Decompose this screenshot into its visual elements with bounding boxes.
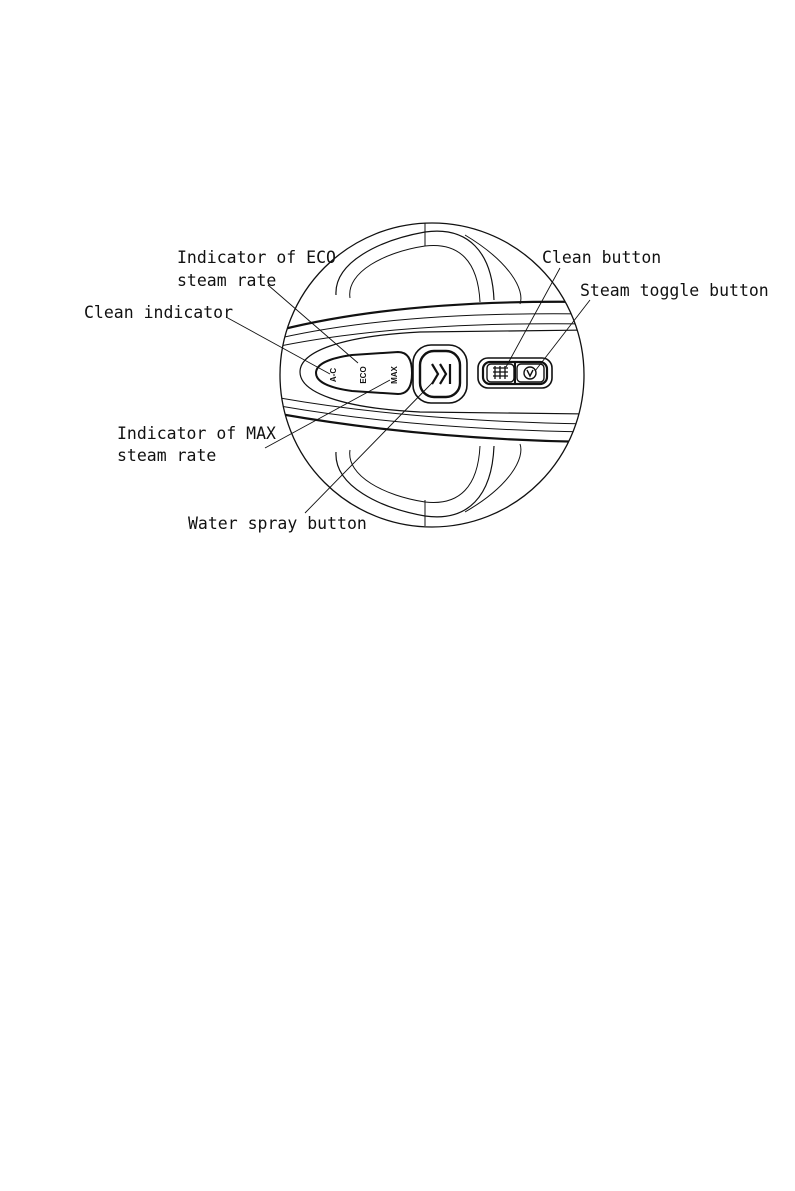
callout-clean-indicator: Clean indicator <box>84 303 233 322</box>
callout-steam-toggle: Steam toggle button <box>580 281 769 300</box>
water-spray-icon <box>432 364 450 384</box>
clean-button[interactable] <box>487 364 514 382</box>
indicator-eco-label: ECO <box>359 366 368 383</box>
callout-water-spray: Water spray button <box>188 514 367 533</box>
callout-max-line1: Indicator of MAX <box>117 424 276 443</box>
callout-eco-line2: steam rate <box>177 271 276 290</box>
indicator-ac-label: A-C <box>329 368 338 382</box>
clean-icon <box>493 366 508 379</box>
magnifier-circle <box>280 223 584 527</box>
callout-max-line2: steam rate <box>117 446 216 465</box>
callout-eco-line1: Indicator of ECO <box>177 248 336 267</box>
indicator-max-label: MAX <box>390 365 399 383</box>
callout-clean-button: Clean button <box>542 248 661 267</box>
steam-toggle-button[interactable] <box>517 364 544 382</box>
steam-icon <box>524 367 536 379</box>
